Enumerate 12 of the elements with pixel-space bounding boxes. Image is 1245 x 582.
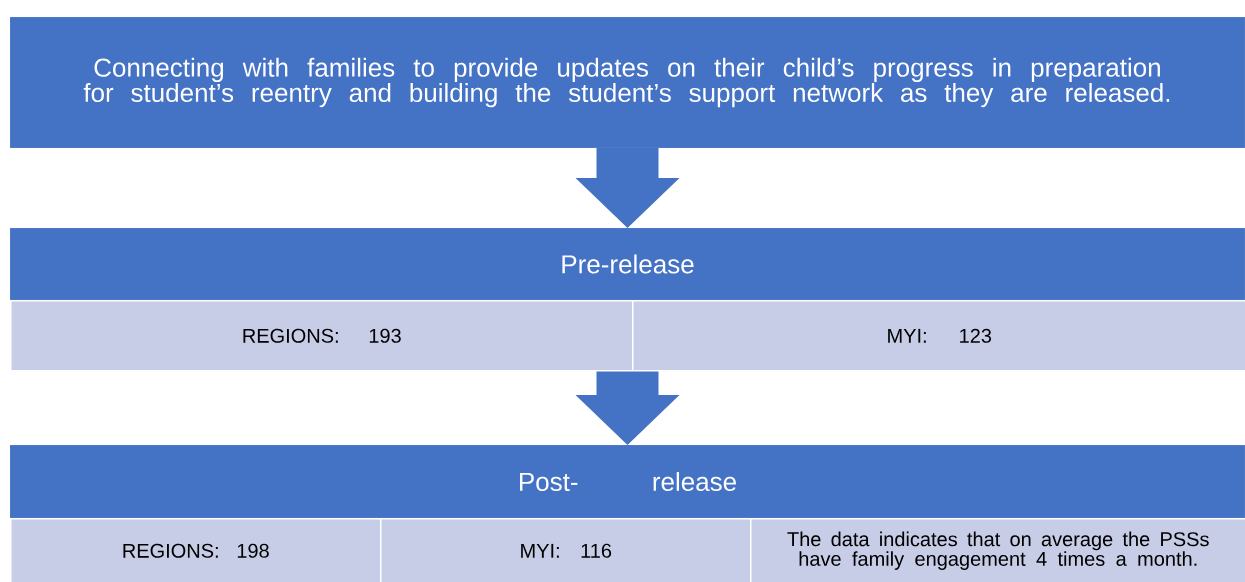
table-cell: REGIONS: 198 (10, 518, 382, 582)
table-cell: MYI: 116 (380, 518, 752, 582)
table-cell: MYI: 123 (632, 300, 1245, 372)
table-cell: REGIONS: 193 (10, 300, 634, 372)
node-label: REGIONS: 198 (123, 543, 269, 558)
header-band: Post- release (9, 444, 1245, 519)
node-label: MYI: 116 (521, 543, 612, 558)
header-band: Pre-release (9, 227, 1245, 301)
table-cell: The data indicates that on average the PSSs have family engagement 4 times a month. (750, 518, 1245, 582)
block-arrow (575, 148, 680, 228)
block-arrow (575, 371, 680, 445)
header-band: Connecting with families to provide updates on their child’s progress in preparation for student’s reentry and building the student’s support network as they are released. (9, 16, 1245, 149)
